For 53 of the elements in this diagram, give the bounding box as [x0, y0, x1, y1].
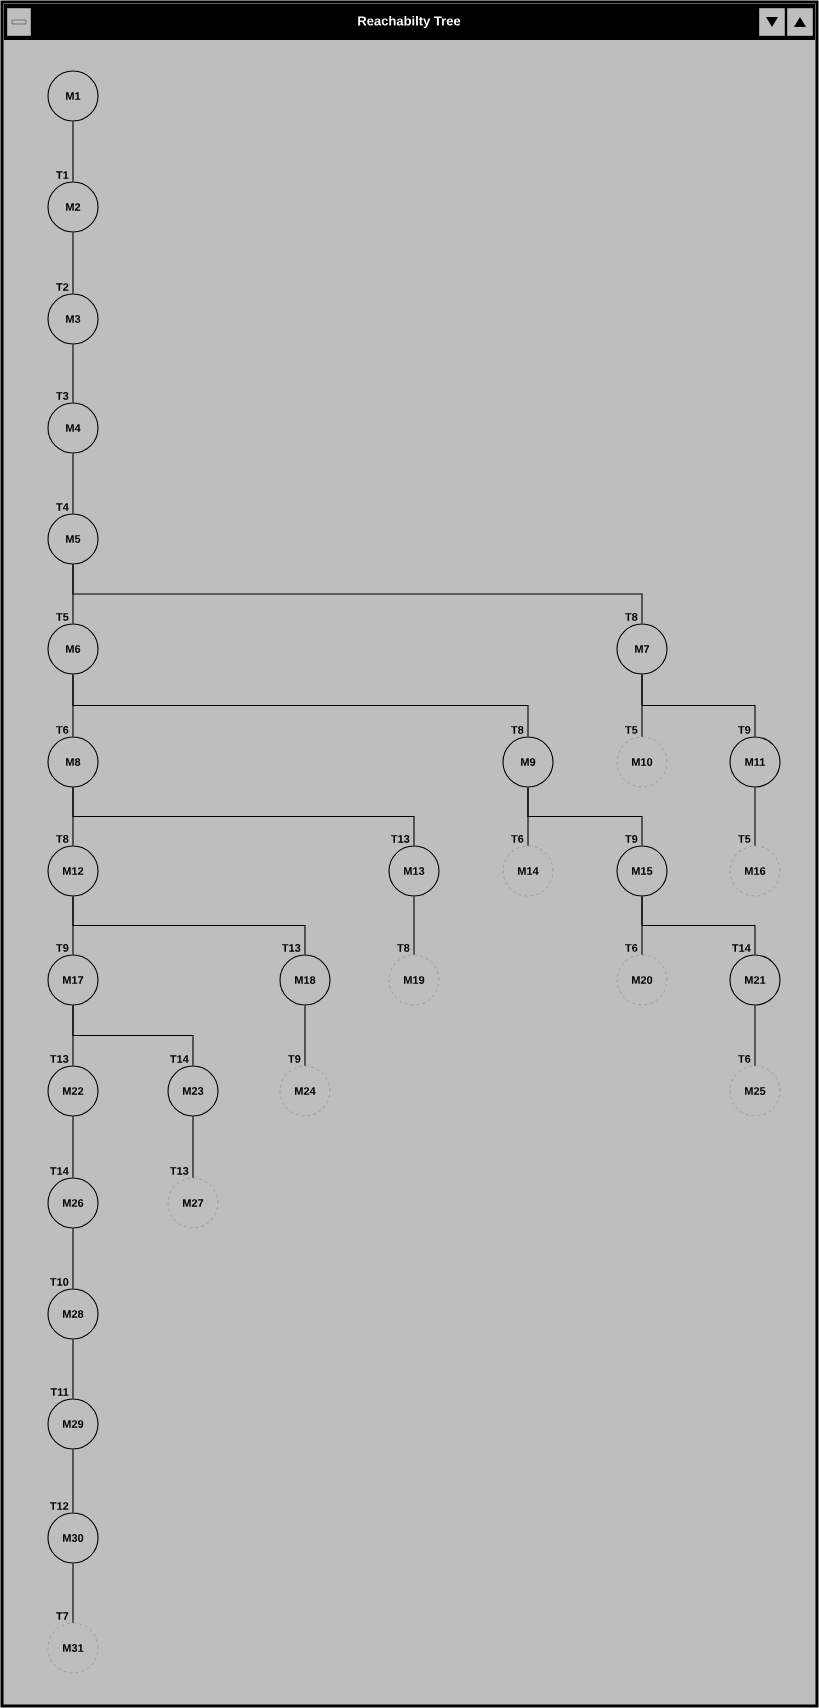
connector-line: [72, 564, 643, 624]
edge-label: T9: [286, 1054, 302, 1064]
edge-label: T9: [736, 725, 752, 735]
edge-label: T9: [54, 943, 70, 953]
edge-label: T1: [54, 170, 70, 180]
edge-label: T5: [623, 725, 639, 735]
edge-label: T8: [509, 725, 525, 735]
edge-label: T8: [395, 943, 411, 953]
edge-label: T8: [54, 834, 70, 844]
edge-label: T7: [54, 1611, 70, 1621]
connector-line: [72, 1339, 74, 1399]
connector-line: [72, 674, 529, 737]
edge-label: T5: [54, 612, 70, 622]
edge-label: T10: [48, 1277, 70, 1287]
connector-line: [413, 896, 415, 956]
edge-label: T13: [48, 1054, 70, 1064]
connector-line: [72, 787, 415, 846]
edge-label: T14: [48, 1166, 70, 1176]
edge-label: T6: [54, 725, 70, 735]
edge-label: T8: [623, 612, 639, 622]
connector-line: [192, 1116, 194, 1179]
connector-line: [72, 1005, 194, 1066]
connector-line: [72, 1449, 74, 1513]
edge-label: T6: [509, 834, 525, 844]
connector-line: [72, 1563, 74, 1624]
edge-label: T13: [168, 1166, 190, 1176]
edge-label: T5: [736, 834, 752, 844]
connector-line: [72, 232, 74, 295]
edge-label: T14: [168, 1054, 190, 1064]
edge-label: T9: [623, 834, 639, 844]
connector-line: [72, 1228, 74, 1289]
connector-line: [527, 787, 643, 846]
connector-line: [641, 674, 756, 737]
connector-line: [72, 344, 74, 403]
connector-line: [304, 1005, 306, 1067]
connector-line: [72, 453, 74, 514]
connector-line: [641, 896, 756, 955]
edge-label: T3: [54, 391, 70, 401]
window-title: Reachabilty Tree: [358, 15, 461, 29]
edge-label: T11: [49, 1387, 70, 1397]
connector-line: [754, 787, 756, 847]
connector-line: [72, 896, 306, 955]
connector-line: [72, 1116, 74, 1178]
connector-line: [754, 1005, 756, 1067]
edge-label: T4: [54, 502, 70, 512]
edge-label: T13: [280, 943, 302, 953]
edge-label: T12: [48, 1501, 70, 1511]
edge-label: T13: [389, 834, 411, 844]
connector-line: [72, 121, 74, 182]
edge-label: T14: [730, 943, 752, 953]
edge-label: T6: [736, 1054, 752, 1064]
edge-label: T6: [623, 943, 639, 953]
edge-label: T2: [54, 282, 70, 292]
